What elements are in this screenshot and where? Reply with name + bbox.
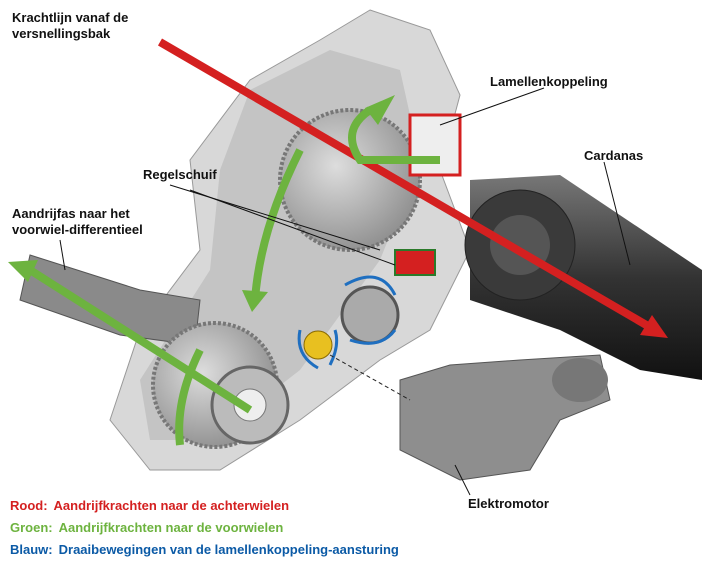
upper-gear [278, 108, 422, 252]
control-disc-segment [394, 249, 436, 276]
red-force-arrow [157, 38, 651, 330]
label-aandrijfas-line1: Aandrijfas naar het [12, 206, 130, 221]
legend-green: Groen: Aandrijfkrachten naar de voorwiele… [10, 520, 283, 535]
label-regelschuif: Regelschuif [143, 167, 217, 182]
blue-rotation-arrows [297, 275, 397, 370]
legend-red: Rood: Aandrijfkrachten naar de achterwiel… [10, 498, 289, 513]
legend-blue-text: Draaibewegingen van de lamellenkoppeling… [58, 542, 399, 557]
label-elektromotor: Elektromotor [468, 496, 549, 511]
label-lamellenkoppeling: Lamellenkoppeling [490, 74, 608, 89]
small-pinion [303, 330, 333, 360]
axis-dashed-line [329, 354, 411, 401]
label-krachtlijn: Krachtlijn vanaf de versnellingsbak [12, 10, 128, 42]
legend-green-text: Aandrijfkrachten naar de voorwielen [58, 520, 284, 535]
legend-red-text: Aandrijfkrachten naar de achterwielen [53, 498, 290, 513]
motor-cap [552, 358, 608, 402]
green-arrowhead-mid [242, 290, 268, 312]
legend-green-key: Groen: [10, 520, 53, 535]
green-force-arrow-path [175, 106, 440, 446]
red-arrowhead [640, 315, 668, 338]
bearing-hub [233, 388, 267, 422]
legend-blue: Blauw: Draaibewegingen van de lamellenkop… [10, 542, 399, 557]
label-cardanas: Cardanas [584, 148, 644, 163]
front-drive-shaft [19, 254, 201, 346]
label-aandrijfas: Aandrijfas naar het voorwiel-differentie… [12, 206, 143, 238]
legend-red-key: Rood: [10, 498, 48, 513]
multi-plate-clutch [408, 113, 462, 177]
green-arrowhead-top [365, 95, 395, 125]
label-krachtlijn-line1: Krachtlijn vanaf de [12, 10, 129, 25]
label-aandrijfas-line2: voorwiel-differentieel [12, 222, 143, 237]
legend-blue-key: Blauw: [10, 542, 53, 557]
green-front-arrow [27, 266, 253, 414]
green-arrowhead-front [8, 260, 38, 282]
label-krachtlijn-line2: versnellingsbak [12, 26, 111, 41]
leader-lines [59, 87, 631, 496]
